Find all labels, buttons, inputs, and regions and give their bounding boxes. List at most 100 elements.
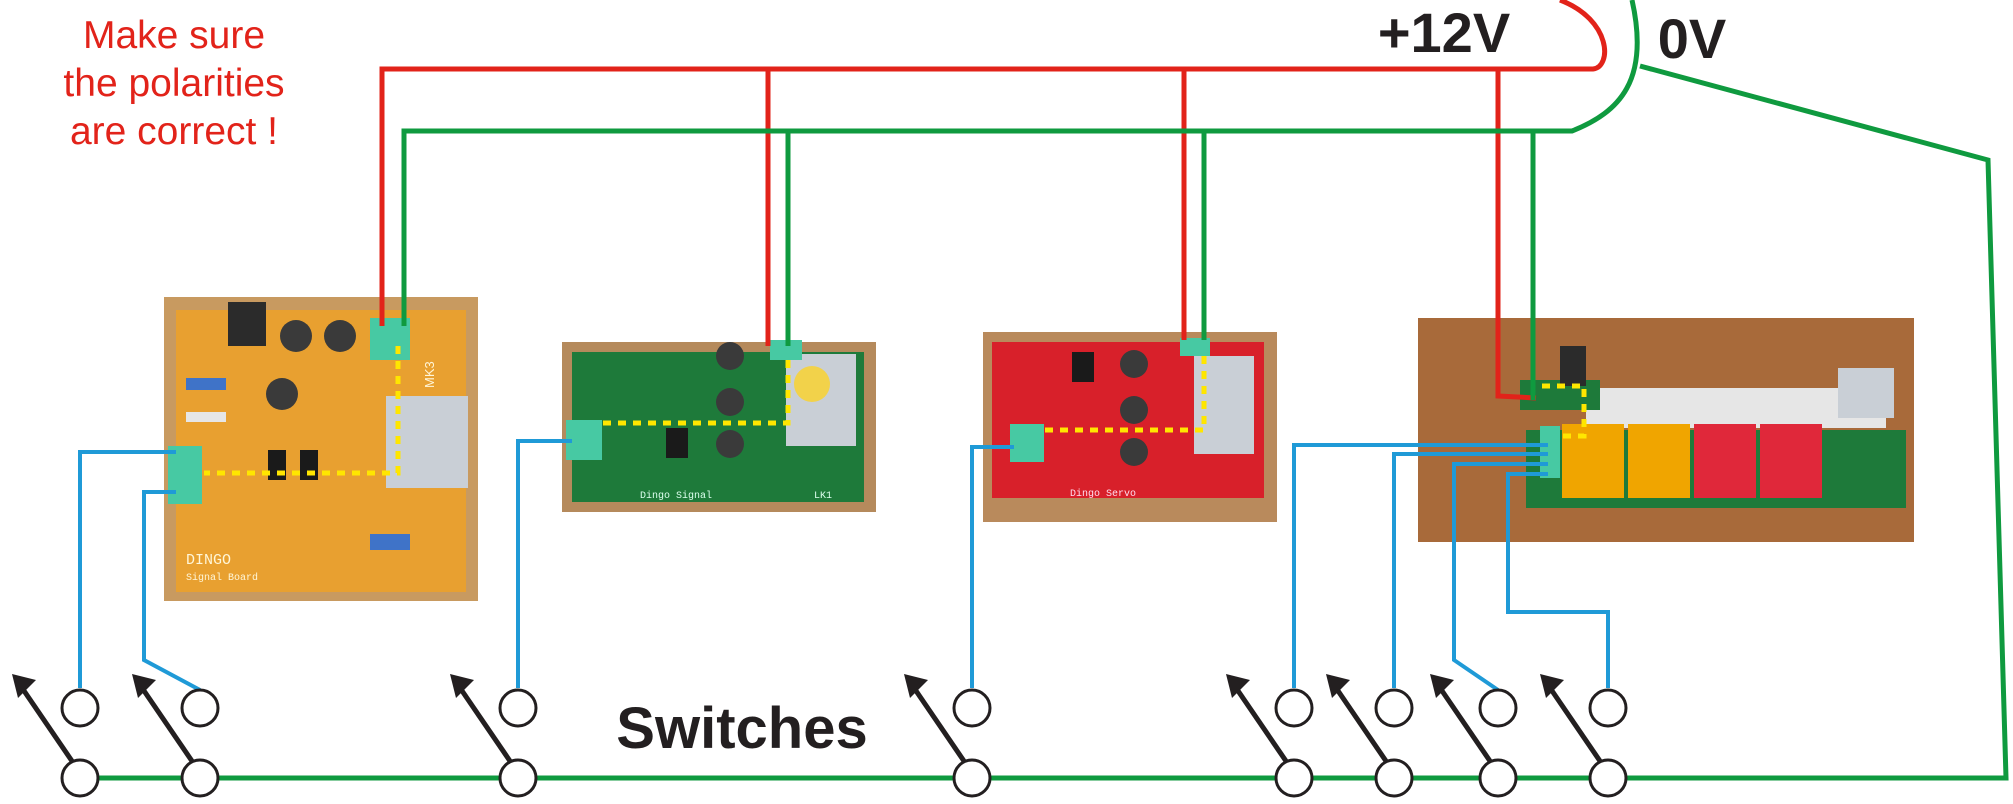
warning-line-3: are correct ! — [70, 110, 278, 153]
switch-common-contact — [1374, 758, 1414, 798]
module-icon — [1628, 424, 1690, 498]
connector-icon — [786, 354, 856, 446]
signal-trace — [1542, 383, 1587, 439]
signal-trace — [204, 346, 401, 476]
signal-trace — [600, 360, 791, 426]
module-icon — [1760, 424, 1822, 498]
switch-lever — [1433, 680, 1495, 766]
terminal-block-icon — [1180, 338, 1210, 356]
switch-wire — [1506, 472, 1610, 688]
switch-contact — [1374, 688, 1414, 728]
capacitor-icon — [1120, 350, 1148, 378]
board-signal-mk3: DINGO Signal Board MK3 — [164, 297, 478, 601]
module-icon — [1562, 424, 1624, 498]
switch-symbol — [1326, 674, 1414, 798]
switch-wire — [1392, 452, 1548, 688]
switch-symbol — [132, 674, 220, 798]
capacitor-icon — [1120, 396, 1148, 424]
terminal-block-icon — [770, 340, 802, 360]
board-silkscreen: DINGO — [186, 552, 231, 569]
switch-contact — [498, 688, 538, 728]
mounting-bar — [1586, 388, 1886, 428]
capacitor-icon — [1120, 438, 1148, 466]
board-silkscreen: Dingo Signal — [640, 490, 712, 502]
pin-header-icon — [186, 412, 226, 422]
terminal-block-icon — [1010, 424, 1044, 462]
switch-contact — [952, 688, 992, 728]
warning-line-1: Make sure — [83, 14, 265, 57]
switch-symbol — [12, 674, 100, 798]
light-icon — [794, 366, 830, 402]
switch-contact — [1478, 688, 1518, 728]
arrow-icon — [450, 674, 474, 698]
switch-lever — [1229, 680, 1291, 766]
warning-line-2: the polarities — [63, 62, 284, 105]
regulator-icon — [1560, 346, 1586, 386]
capacitor-icon — [716, 342, 744, 370]
switch-group — [12, 674, 1628, 798]
switch-wires — [78, 439, 1610, 692]
arrow-icon — [1540, 674, 1564, 698]
board-tag: MK3 — [422, 361, 437, 388]
board-silkscreen: Signal Board — [186, 572, 258, 584]
capacitor-icon — [266, 378, 298, 410]
switch-contact — [1274, 688, 1314, 728]
arrow-icon — [12, 674, 36, 698]
switch-wire — [516, 439, 572, 688]
positive-drop-wire — [1495, 69, 1537, 401]
signal-trace — [1040, 356, 1207, 433]
switch-lever — [907, 680, 969, 766]
switch-wire — [1452, 462, 1548, 692]
switch-lever — [135, 680, 197, 766]
arrow-icon — [1326, 674, 1350, 698]
capacitor-icon — [716, 388, 744, 416]
switch-wire — [142, 490, 201, 692]
positive-supply-label: +12V — [1378, 1, 1510, 64]
switch-symbol — [1430, 674, 1518, 798]
ground-supply-wire — [401, 0, 1640, 326]
board-tag: LK1 — [814, 491, 832, 502]
capacitor-icon — [280, 320, 312, 352]
terminal-block-icon — [168, 446, 202, 504]
switch-wire — [78, 450, 176, 688]
arrow-icon — [1430, 674, 1454, 698]
regulator-icon — [228, 302, 266, 346]
arrow-icon — [132, 674, 156, 698]
board-dingo-servo: Dingo Servo — [983, 332, 1277, 522]
switch-lever — [453, 680, 515, 766]
ground-supply-label: 0V — [1658, 7, 1727, 70]
capacitor-icon — [324, 320, 356, 352]
switch-lever — [15, 680, 77, 766]
chip-icon — [666, 428, 688, 458]
switch-symbol — [904, 674, 992, 798]
switch-symbol — [1540, 674, 1628, 798]
chip-icon — [1072, 352, 1094, 382]
capacitor-icon — [716, 430, 744, 458]
switch-symbol — [450, 674, 538, 798]
switch-wire — [1292, 443, 1548, 688]
switch-common-contact — [952, 758, 992, 798]
switch-common-contact — [498, 758, 538, 798]
switch-contact — [1588, 688, 1628, 728]
pin-header-icon — [186, 378, 226, 390]
board-silkscreen: Dingo Servo — [1070, 488, 1136, 500]
ground-return-wire — [80, 63, 2009, 781]
switch-lever — [1543, 680, 1605, 766]
switch-common-contact — [1588, 758, 1628, 798]
signal-traces — [204, 346, 1587, 476]
module-icon — [1694, 424, 1756, 498]
connector-icon — [1838, 368, 1894, 418]
board-dingo-signal: Dingo Signal LK1 — [562, 340, 876, 512]
arrow-icon — [1226, 674, 1250, 698]
switch-common-contact — [180, 758, 220, 798]
switch-common-contact — [60, 758, 100, 798]
arrow-icon — [904, 674, 928, 698]
switch-wire — [970, 445, 1014, 688]
switches-label: Switches — [616, 696, 867, 761]
switch-lever — [1329, 680, 1391, 766]
positive-supply-wire — [379, 0, 1607, 326]
switch-common-contact — [1478, 758, 1518, 798]
switch-symbol — [1226, 674, 1314, 798]
